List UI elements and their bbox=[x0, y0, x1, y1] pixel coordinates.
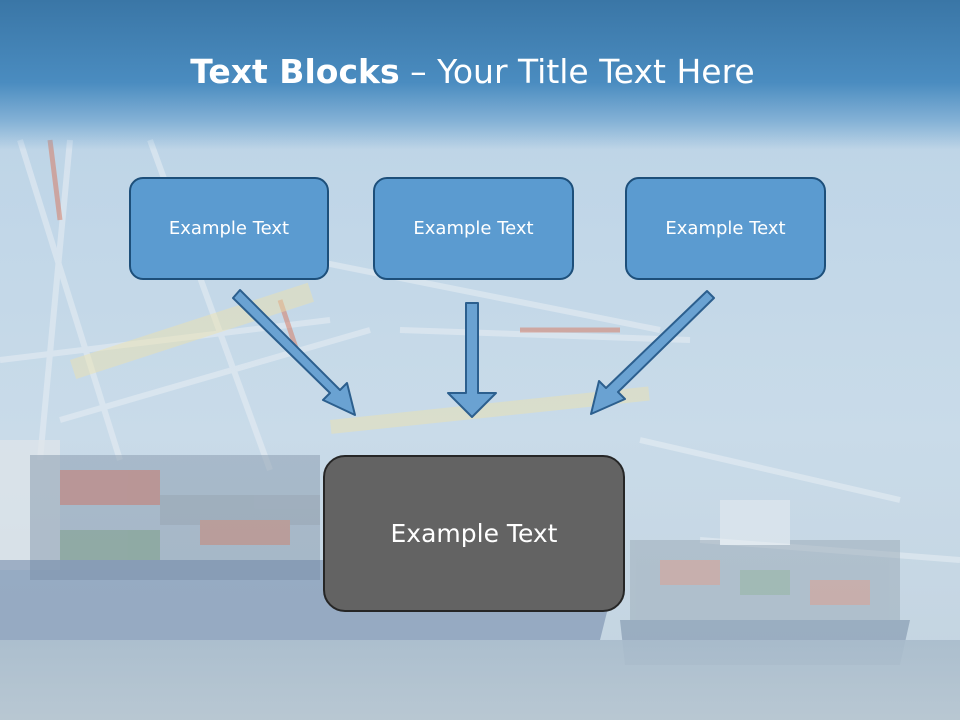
title-text: Your Title Text Here bbox=[437, 52, 755, 91]
main-text-block[interactable]: Example Text bbox=[323, 455, 625, 612]
text-block-2[interactable]: Example Text bbox=[373, 177, 574, 280]
main-text-block-label: Example Text bbox=[390, 519, 558, 548]
text-block-1[interactable]: Example Text bbox=[129, 177, 329, 280]
slide-title: Text Blocks – Your Title Text Here bbox=[0, 52, 945, 91]
title-bold: Text Blocks bbox=[190, 52, 400, 91]
text-block-3-label: Example Text bbox=[665, 218, 786, 239]
title-bar bbox=[0, 0, 960, 150]
title-separator: – bbox=[399, 52, 438, 91]
text-block-1-label: Example Text bbox=[168, 218, 290, 239]
text-block-2-label: Example Text bbox=[413, 218, 534, 239]
text-block-3[interactable]: Example Text bbox=[625, 177, 826, 280]
